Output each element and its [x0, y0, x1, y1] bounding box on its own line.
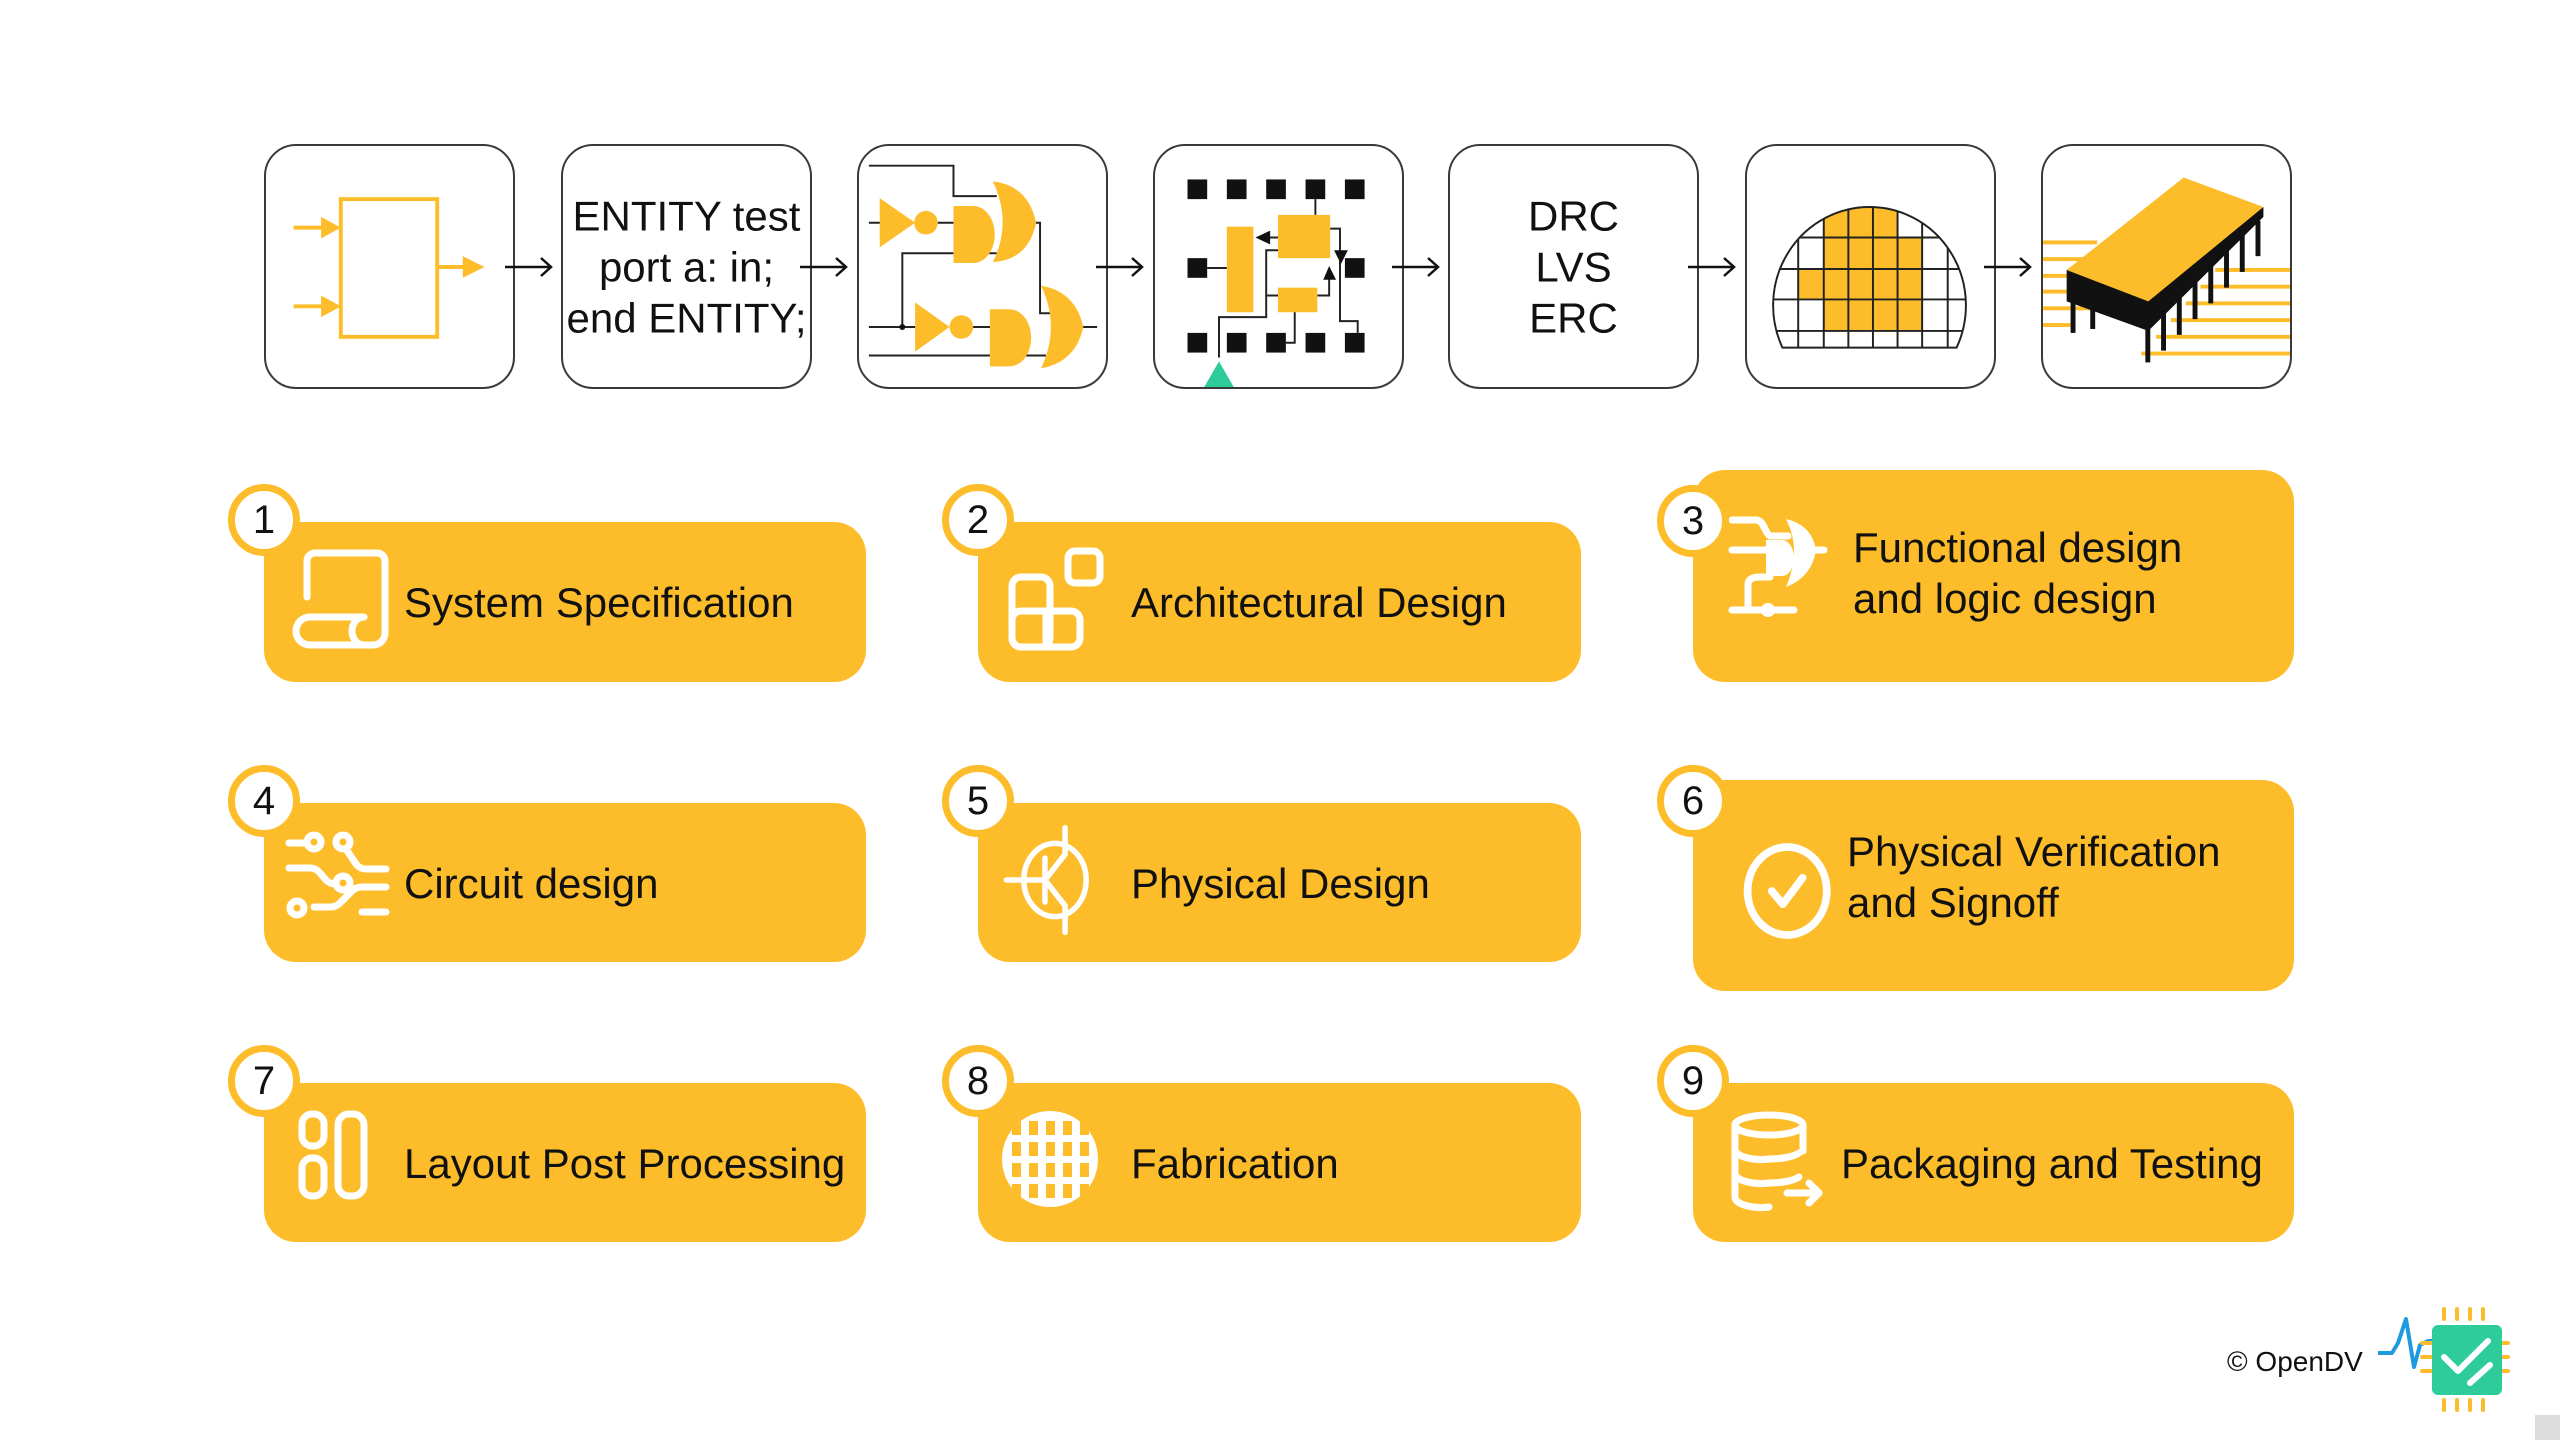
step-number-badge: 7 [228, 1045, 300, 1117]
circuit-traces-icon [285, 831, 390, 919]
layout-cells-icon [298, 1110, 368, 1200]
step-card-fabrication: Fabrication [978, 1083, 1581, 1242]
floorplan-icon [1187, 179, 1365, 387]
step-label: Layout Post Processing [404, 1140, 846, 1187]
step-number-badge: 4 [228, 765, 300, 837]
right-arrow-icon [1984, 257, 2032, 277]
step-card-functional-logic-design: Functional design and logic design [1693, 470, 2294, 682]
step-label: Architectural Design [1131, 579, 1507, 626]
step-number-badge: 1 [228, 484, 300, 556]
stage-wafer [1745, 144, 1996, 389]
step-number-badge: 8 [942, 1045, 1014, 1117]
stage-logic-gates [857, 144, 1108, 389]
transistor-icon [1003, 825, 1089, 935]
right-arrow-icon [1392, 257, 1440, 277]
copyright-text: © OpenDV [2227, 1346, 2363, 1377]
right-arrow-icon [1688, 257, 1736, 277]
logic-gate-icon [1728, 516, 1828, 617]
step-label: Packaging and Testing [1841, 1140, 2263, 1187]
step-label: System Specification [404, 579, 794, 626]
step-label: Circuit design [404, 860, 659, 907]
logic-gates-icon [868, 164, 1098, 369]
step-number-badge: 9 [1657, 1045, 1729, 1117]
right-arrow-icon [800, 257, 848, 277]
step-label: Physical Design [1131, 860, 1430, 907]
hdl-line: end ENTITY; [566, 294, 807, 341]
stage-spec-block [264, 144, 515, 389]
stage-hdl-code: ENTITY test port a: in; end ENTITY; [561, 144, 812, 389]
step-card-physical-design: Physical Design [978, 803, 1581, 962]
step-label: Physical Verification and Signoff [1847, 828, 2221, 926]
verification-text: DRC LVS ERC [1450, 190, 1697, 343]
step-card-architectural-design: Architectural Design [978, 522, 1581, 682]
step-card-circuit-design: Circuit design [264, 803, 866, 962]
hdl-line: port a: in; [598, 243, 775, 290]
stage-verification: DRC LVS ERC [1448, 144, 1699, 389]
check-erc: ERC [1529, 294, 1618, 341]
hdl-line: ENTITY test [572, 192, 801, 239]
step-card-physical-verification-signoff: Physical Verification and Signoff [1693, 780, 2294, 991]
step-card-system-specification: System Specification [264, 522, 866, 682]
step-label: Fabrication [1131, 1140, 1339, 1187]
hdl-code-text: ENTITY test port a: in; end ENTITY; [563, 190, 810, 343]
check-lvs: LVS [1535, 243, 1612, 290]
wafer-globe-icon [1002, 1111, 1098, 1207]
step-card-packaging-testing: Packaging and Testing [1693, 1083, 2294, 1242]
step-card-layout-post-processing: Layout Post Processing [264, 1083, 866, 1242]
stage-packaged-chip [2041, 144, 2292, 389]
opendv-chip-check-logo [2378, 1307, 2510, 1412]
wafer-icon [1772, 206, 1967, 349]
check-drc: DRC [1528, 192, 1619, 239]
database-export-icon [1731, 1111, 1823, 1211]
block-diagram-icon [293, 197, 485, 339]
stage-floorplan [1153, 144, 1404, 389]
chip-package-icon [2043, 177, 2290, 363]
step-label: Functional design and logic design [1853, 524, 2183, 622]
scroll-document-icon [292, 549, 389, 649]
corner-square [2535, 1415, 2560, 1440]
blocks-architecture-icon [1008, 547, 1104, 651]
step-number-badge: 2 [942, 484, 1014, 556]
check-circle-icon [1743, 843, 1831, 939]
step-number-badge: 5 [942, 765, 1014, 837]
right-arrow-icon [1096, 257, 1144, 277]
step-number-badge: 6 [1657, 765, 1729, 837]
step-number-badge: 3 [1657, 485, 1729, 557]
right-arrow-icon [505, 257, 553, 277]
